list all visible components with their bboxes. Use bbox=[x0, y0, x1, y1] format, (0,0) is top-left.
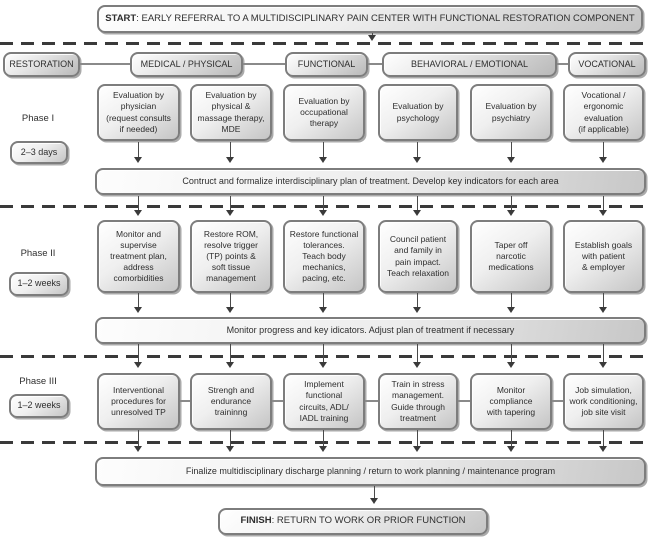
phase2-box-functional-tolerances: Restore functional tolerances. Teach bod… bbox=[283, 220, 365, 293]
down-arrow bbox=[226, 430, 235, 452]
down-arrow bbox=[319, 142, 328, 163]
bar-plan-of-treatment: Contruct and formalize interdisciplinary… bbox=[95, 168, 646, 195]
start-node-text: : EARLY REFERRAL TO A MULTIDISCIPLINARY … bbox=[136, 12, 635, 24]
connector-line bbox=[365, 400, 378, 402]
down-arrow bbox=[599, 430, 608, 452]
phase2-box-monitor-plan: Monitor and supervise treatment plan, ad… bbox=[97, 220, 180, 293]
phase3-box-job-simulation: Job simulation, work conditioning, job s… bbox=[563, 373, 644, 430]
down-arrow bbox=[413, 293, 422, 313]
down-arrow bbox=[319, 430, 328, 452]
finish-node-prefix: FINISH bbox=[240, 515, 272, 527]
down-arrow bbox=[413, 344, 422, 368]
phase2-box-council-patient: Council patient and family in pain impac… bbox=[378, 220, 458, 293]
down-arrow bbox=[507, 142, 516, 163]
phase1-box-physical-massage: Evaluation by physical & massage therapy… bbox=[190, 84, 272, 141]
phase1-label: Phase I bbox=[21, 113, 55, 124]
phase1-box-vocational-eval: Vocational / ergonomic evaluation (if ap… bbox=[563, 84, 644, 141]
down-arrow bbox=[413, 430, 422, 452]
down-arrow bbox=[319, 293, 328, 313]
connector-line bbox=[243, 63, 285, 65]
header-behavioral-emotional: BEHAVIORAL / EMOTIONAL bbox=[382, 52, 557, 77]
phase3-box-monitor-tapering: Monitor compliance with tapering bbox=[470, 373, 552, 430]
down-arrow bbox=[599, 293, 608, 313]
phase3-duration: 1–2 weeks bbox=[9, 394, 69, 418]
phase2-box-taper-narcotics: Taper off narcotic medications bbox=[470, 220, 552, 293]
down-arrow bbox=[226, 196, 235, 216]
header-restoration: RESTORATION bbox=[3, 52, 80, 77]
phase3-box-functional-circuits: Implement functional circuits, ADL/ IADL… bbox=[283, 373, 365, 430]
phase3-label: Phase III bbox=[19, 376, 57, 387]
phase2-box-restore-rom: Restore ROM, resolve trigger (TP) points… bbox=[190, 220, 272, 293]
finish-node-text: : RETURN TO WORK OR PRIOR FUNCTION bbox=[271, 515, 466, 527]
down-arrow bbox=[599, 196, 608, 216]
start-node: START: EARLY REFERRAL TO A MULTIDISCIPLI… bbox=[97, 5, 643, 33]
connector-line bbox=[368, 63, 382, 65]
header-vocational: VOCATIONAL bbox=[568, 52, 646, 77]
connector-line bbox=[458, 400, 470, 402]
bar-monitor-progress: Monitor progress and key idicators. Adju… bbox=[95, 317, 646, 344]
phase1-box-occupational: Evaluation by occupational therapy bbox=[283, 84, 365, 141]
phase1-box-physician-eval: Evaluation by physician (request consult… bbox=[97, 84, 180, 141]
finish-node: FINISH: RETURN TO WORK OR PRIOR FUNCTION bbox=[218, 508, 488, 535]
down-arrow bbox=[134, 293, 143, 313]
down-arrow bbox=[370, 486, 379, 504]
connector-line bbox=[557, 63, 568, 65]
phase2-duration: 1–2 weeks bbox=[9, 272, 69, 296]
phase2-box-establish-goals: Establish goals with patient & employer bbox=[563, 220, 644, 293]
phase-divider-dashed-line bbox=[0, 441, 650, 444]
phase1-duration: 2–3 days bbox=[10, 141, 68, 164]
down-arrow bbox=[599, 344, 608, 368]
phase2-label: Phase II bbox=[20, 248, 56, 259]
phase-divider-dashed-line bbox=[0, 355, 650, 358]
down-arrow bbox=[599, 142, 608, 163]
down-arrow bbox=[507, 430, 516, 452]
start-node-prefix: START bbox=[105, 12, 137, 24]
header-medical-physical: MEDICAL / PHYSICAL bbox=[130, 52, 243, 77]
connector-line bbox=[80, 63, 130, 65]
down-arrow bbox=[368, 33, 377, 41]
phase1-box-psychiatry: Evaluation by psychiatry bbox=[470, 84, 552, 141]
connector-line bbox=[180, 400, 190, 402]
down-arrow bbox=[134, 196, 143, 216]
down-arrow bbox=[134, 344, 143, 368]
down-arrow bbox=[226, 142, 235, 163]
down-arrow bbox=[134, 142, 143, 163]
connector-line bbox=[552, 400, 563, 402]
down-arrow bbox=[413, 142, 422, 163]
down-arrow bbox=[413, 196, 422, 216]
down-arrow bbox=[507, 293, 516, 313]
down-arrow bbox=[507, 344, 516, 368]
down-arrow bbox=[226, 293, 235, 313]
down-arrow bbox=[134, 430, 143, 452]
phase1-box-psychology: Evaluation by psychology bbox=[378, 84, 458, 141]
phase3-box-stress-management: Train in stress management. Guide throug… bbox=[378, 373, 458, 430]
down-arrow bbox=[507, 196, 516, 216]
phase3-box-interventional: Interventional procedures for unresolved… bbox=[97, 373, 180, 430]
phase-divider-dashed-line bbox=[0, 42, 650, 45]
phase-divider-dashed-line bbox=[0, 205, 650, 208]
bar-discharge-planning: Finalize multidisciplinary discharge pla… bbox=[95, 457, 646, 486]
connector-line bbox=[272, 400, 283, 402]
down-arrow bbox=[319, 344, 328, 368]
down-arrow bbox=[319, 196, 328, 216]
phase3-box-strength-endurance: Strengh and endurance traininng bbox=[190, 373, 272, 430]
down-arrow bbox=[226, 344, 235, 368]
header-functional: FUNCTIONAL bbox=[285, 52, 368, 77]
